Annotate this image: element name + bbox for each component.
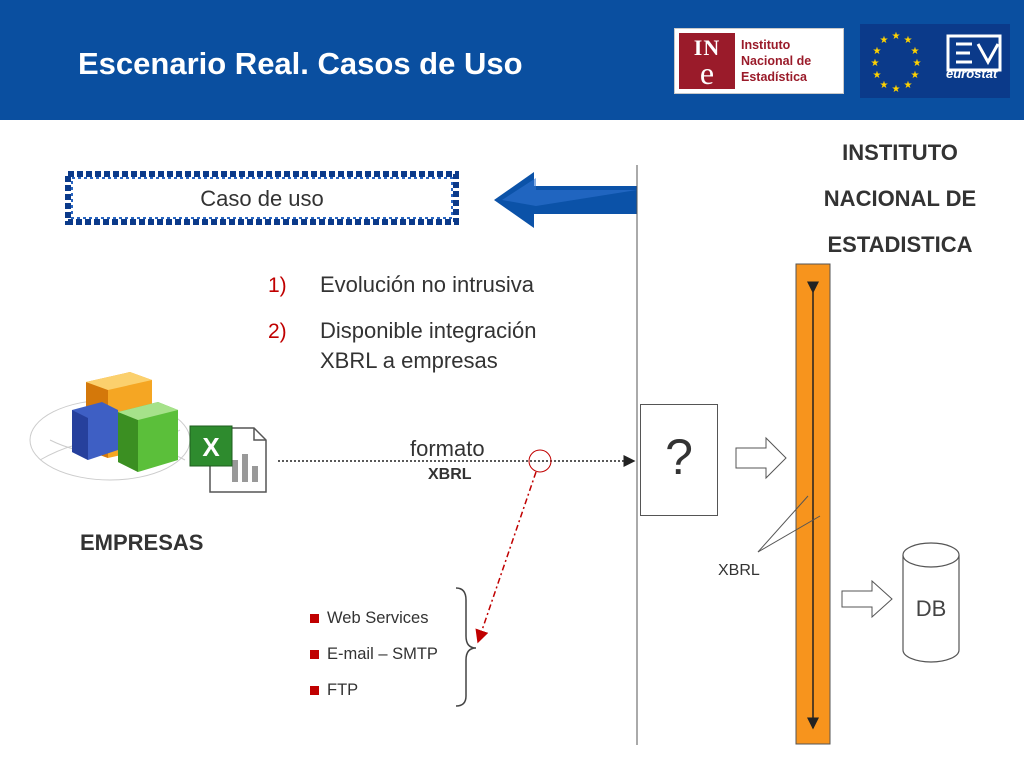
protocol-web-services: Web Services [327,609,429,627]
ine-mark-icon: IN e [679,33,735,91]
page-title: Escenario Real. Casos de Uso [78,46,523,81]
svg-text:★: ★ [873,46,882,57]
eu-stars-flag-icon: ★ ★ ★ ★ ★ ★ ★ ★ ★ ★ ★ ★ [871,31,1002,95]
protocol-email-smtp: E-mail – SMTP [327,645,438,663]
svg-text:★: ★ [871,58,880,69]
svg-text:★: ★ [892,31,901,42]
svg-text:★: ★ [913,58,922,69]
protocol-brace [455,587,477,707]
eurostat-text: eurostat [946,66,998,81]
list-number-1: 1) [268,274,287,297]
bullet-icon [310,650,319,659]
svg-text:★: ★ [904,80,913,91]
svg-text:★: ★ [880,80,889,91]
svg-text:★: ★ [892,84,901,95]
database-icon [902,542,960,663]
format-value: XBRL [428,466,472,483]
xbrl-callout-label: XBRL [718,562,760,579]
bullet-icon [310,614,319,623]
list-number-2: 2) [268,320,287,343]
protocol-arrow [475,471,537,644]
svg-text:X: X [202,432,220,462]
svg-text:★: ★ [911,70,920,81]
protocol-ftp: FTP [327,681,359,699]
unknown-component-box [640,404,718,516]
list-item-2-line2: XBRL a empresas [320,348,498,373]
buildings-icon [29,372,191,481]
protocol-marker [528,449,552,473]
ine-logo-text: Instituto Nacional de Estadística [741,38,812,84]
use-case-box [65,171,459,225]
header-bar [0,0,1024,120]
unknown-component-label: ? [665,429,693,485]
big-left-arrow-icon [494,172,637,228]
svg-text:★: ★ [911,46,920,57]
format-label: formato [410,436,485,461]
bullet-icon [310,686,319,695]
db-arrow-icon [841,579,893,619]
organization-name-line3: ESTADISTICA [827,232,973,257]
excel-file-icon: X [189,425,267,493]
use-case-label: Caso de uso [200,186,324,211]
database-label: DB [915,596,947,621]
svg-text:★: ★ [880,35,889,46]
list-item-1: Evolución no intrusiva [320,272,535,297]
svg-text:★: ★ [873,70,882,81]
eurostat-logo: ★ ★ ★ ★ ★ ★ ★ ★ ★ ★ ★ ★ [860,24,1010,98]
ine-logo: IN e Instituto Nacional de Estadística [674,28,844,94]
right-arrow-icon [735,436,787,480]
list-item-2-line1: Disponible integración [320,318,537,343]
organization-name-line2: NACIONAL DE [823,186,977,211]
organization-name-line1: INSTITUTO [842,140,958,165]
svg-text:★: ★ [904,35,913,46]
companies-label: EMPRESAS [80,530,204,555]
